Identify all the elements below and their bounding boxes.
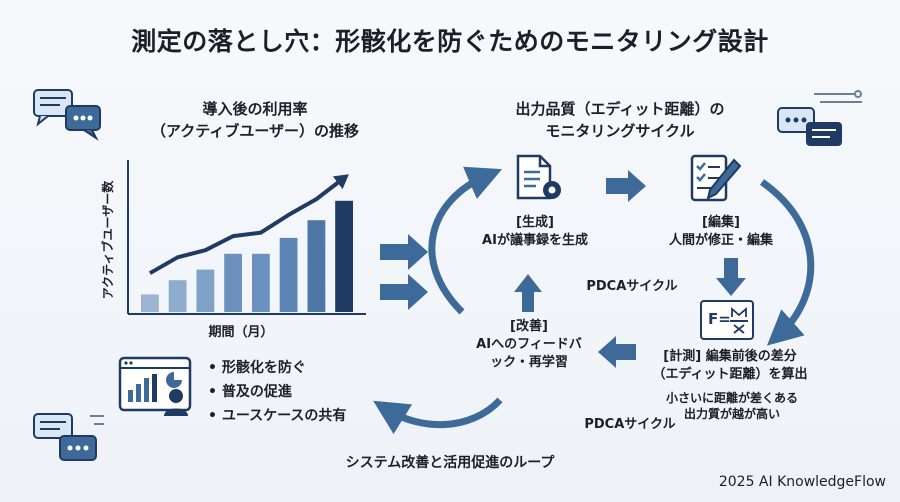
benefit-list: 形骸化を防ぐ 普及の促進 ユースケースの共有 bbox=[208, 356, 347, 428]
document-gear-icon bbox=[516, 154, 561, 200]
chat-bubbles-icon bbox=[777, 90, 862, 146]
footer-credit: 2025 AI KnowledgeFlow bbox=[718, 474, 886, 490]
improve-description-2: ック・再学習 bbox=[490, 355, 568, 370]
formula-icon: F= bbox=[700, 300, 754, 340]
pdca-label: PDCAサイクル bbox=[586, 279, 678, 294]
improve-description-1: AIへのフィードバ bbox=[476, 337, 582, 352]
y-axis-label: アクティブユーザー数 bbox=[100, 180, 115, 299]
measure-node: [計測] 編集前後の差分 （エディット距離）を算出 bbox=[642, 348, 818, 384]
generate-description: AIが議事録を生成 bbox=[482, 233, 588, 248]
right-arrows-icon bbox=[380, 234, 428, 310]
chart-title-line2: （アクティブユーザー）の推移 bbox=[150, 122, 360, 140]
bar-month-2 bbox=[168, 280, 187, 312]
usage-bar-chart: アクティブユーザー数 bbox=[100, 160, 366, 315]
edit-description: 人間が修正・編集 bbox=[668, 233, 773, 248]
improve-node: [改善] AIへのフィードバ ック・再学習 bbox=[454, 318, 604, 372]
bar-month-8 bbox=[335, 200, 353, 312]
chat-bubbles-icon bbox=[33, 89, 101, 141]
bar-month-6 bbox=[279, 237, 298, 312]
cycle-title: 出力品質（エディット距離）の モニタリングサイクル bbox=[470, 98, 770, 142]
bar-month-1 bbox=[141, 294, 159, 312]
bar-month-7 bbox=[307, 220, 326, 312]
generate-label: [生成] bbox=[516, 215, 554, 230]
trend-arrowhead bbox=[332, 174, 349, 190]
improve-label: [改善] bbox=[510, 319, 548, 334]
arrow-improve-to-generate bbox=[514, 274, 542, 312]
bar-month-4 bbox=[224, 253, 242, 312]
measure-note-line2: 出力質が越が高い bbox=[683, 407, 780, 421]
edit-label: [編集] bbox=[702, 215, 740, 230]
arc-arrow-right bbox=[759, 179, 815, 346]
chart-title-line1: 導入後の利用率 bbox=[202, 100, 308, 118]
chat-bubbles-icon bbox=[33, 413, 104, 461]
benefit-item: 形骸化を防ぐ bbox=[208, 356, 346, 380]
loop-label: システム改善と活用促進のループ bbox=[345, 455, 555, 471]
benefit-item: ユースケースの共有 bbox=[208, 404, 347, 428]
measure-note-line1: 小さいに距離が差くある bbox=[665, 391, 798, 405]
loop-arrow bbox=[373, 397, 503, 435]
arrow-generate-to-edit bbox=[606, 170, 646, 202]
edit-node: [編集] 人間が修正・編集 bbox=[646, 214, 796, 250]
measure-label: [計測] 編集前後の差分 bbox=[663, 349, 797, 364]
arrow-measure-to-improve bbox=[598, 336, 636, 368]
arc-arrow-left bbox=[428, 166, 503, 315]
trend-line bbox=[148, 176, 346, 275]
pdca-label-bottom: PDCAサイクル bbox=[584, 417, 676, 432]
measure-note: 小さいに距離が差くある 出力質が越が高い bbox=[652, 390, 812, 422]
measure-description: （エディット距離）を算出 bbox=[652, 367, 808, 382]
bar-month-3 bbox=[196, 269, 215, 312]
chart-title: 導入後の利用率 （アクティブユーザー）の推移 bbox=[100, 98, 410, 142]
cycle-title-line1: 出力品質（エディット距離）の bbox=[515, 100, 725, 118]
checklist-pencil-icon bbox=[690, 154, 742, 202]
page-title: 測定の落とし穴：形骸化を防ぐためのモニタリング設計 bbox=[131, 27, 769, 56]
formula-text: F= bbox=[708, 310, 731, 328]
benefit-item: 普及の促進 bbox=[208, 380, 346, 404]
fraction-icon bbox=[730, 307, 748, 334]
cycle-title-line2: モニタリングサイクル bbox=[545, 122, 695, 140]
x-axis-label: 期間（月） bbox=[208, 325, 274, 340]
generate-node: [生成] AIが議事録を生成 bbox=[460, 214, 610, 250]
arrow-edit-to-measure bbox=[716, 258, 746, 296]
bar-month-5 bbox=[252, 253, 270, 312]
dashboard-user-icon bbox=[118, 356, 192, 416]
